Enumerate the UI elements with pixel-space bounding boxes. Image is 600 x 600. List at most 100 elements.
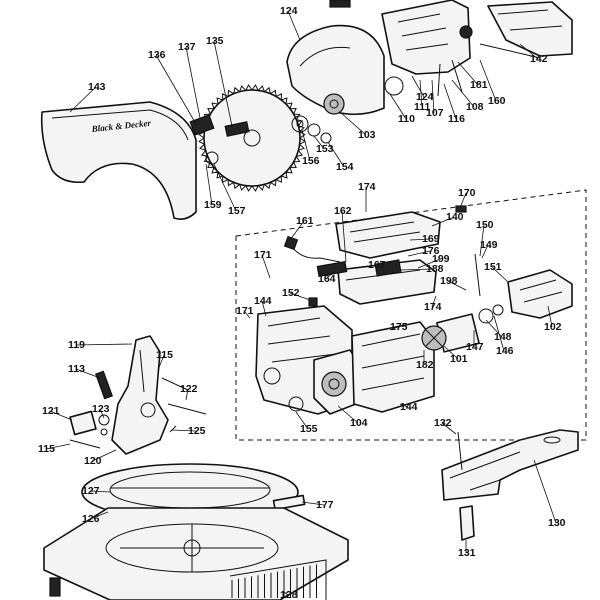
leader-line (327, 141, 345, 168)
leader-line (301, 129, 311, 162)
part-number-label: 124 (280, 5, 298, 17)
leader-line (443, 83, 457, 120)
bolt (474, 253, 481, 297)
leader-line (493, 315, 505, 352)
saw-blade (198, 84, 306, 192)
part-number-label: 103 (358, 129, 376, 141)
part-number-label: 147 (466, 341, 484, 353)
pivot-bracket (487, 1, 573, 57)
leader-line (75, 368, 101, 379)
leader-line (91, 449, 117, 462)
lower-blade-guard: Black & Decker (40, 101, 197, 220)
leader-line (479, 224, 485, 257)
leader-line (419, 79, 423, 108)
leader-line (213, 163, 237, 212)
part-number-label: 101 (450, 353, 468, 365)
leader-lines (45, 10, 557, 596)
turntable (81, 463, 306, 521)
leader-line (481, 244, 489, 259)
miter-pointer (272, 494, 306, 511)
part-number-label: 130 (548, 517, 566, 529)
leader-line (399, 403, 409, 408)
part-number-label: 156 (302, 155, 320, 167)
upper-guard-assembly (286, 0, 573, 116)
blade-clamp-block (189, 114, 215, 136)
base (43, 507, 349, 600)
leader-line (407, 250, 431, 257)
part-number-label: 107 (426, 107, 444, 119)
leader-line (389, 93, 407, 120)
bearing (478, 308, 494, 324)
part-number-label: 148 (494, 331, 512, 343)
part-number-label: 136 (148, 49, 166, 61)
leader-line (431, 216, 455, 227)
leader-line (431, 295, 437, 308)
part-number-label: 123 (92, 403, 110, 415)
part-number-label: 125 (188, 425, 206, 437)
motor-group-outline (235, 189, 587, 441)
leader-line (519, 43, 539, 60)
spring-brush (316, 260, 348, 278)
part-number-label: 120 (84, 455, 102, 467)
leader-line (185, 46, 201, 119)
leader-line (451, 79, 475, 108)
leader-line (289, 220, 305, 241)
part-number-label: 142 (530, 53, 548, 65)
part-number-label: 177 (316, 499, 334, 511)
part-number-label: 174 (358, 181, 376, 193)
leader-line (341, 210, 347, 263)
part-number-label: 176 (422, 245, 440, 257)
part-number-label: 131 (458, 547, 476, 559)
leader-line (261, 254, 271, 279)
leader-line (155, 54, 197, 125)
motor-housing-frame (381, 0, 471, 75)
blade-wrench (224, 121, 250, 137)
part-number-label: 157 (228, 205, 246, 217)
part-number-label: 132 (434, 417, 452, 429)
leader-line (443, 345, 459, 360)
part-number-label: 153 (316, 143, 334, 155)
part-number-label: 198 (440, 275, 458, 287)
leader-line (69, 86, 97, 113)
leader-line (337, 405, 359, 424)
leader-line (411, 75, 425, 98)
screw (457, 431, 463, 471)
leader-line (99, 408, 105, 419)
leader-line (261, 300, 267, 317)
part-number-label: 119 (68, 339, 85, 351)
part-number-label: 146 (496, 345, 514, 357)
part-number-label: 115 (156, 349, 173, 361)
part-number-label: 128 (280, 589, 298, 600)
leader-line (283, 591, 289, 596)
leader-line (441, 422, 457, 435)
leader-line (49, 410, 73, 421)
rod (161, 377, 189, 391)
leader-line (295, 411, 309, 430)
switch-handle (335, 211, 441, 305)
part-number-label: 143 (88, 81, 106, 93)
leader-line (409, 238, 431, 241)
washer (288, 396, 304, 412)
leader-line (417, 258, 441, 269)
leader-line (459, 192, 467, 209)
knob (459, 25, 473, 39)
part-number-label: 160 (488, 95, 506, 107)
part-number-label: 124 (416, 91, 434, 103)
leader-line (431, 79, 435, 114)
leader-line (287, 10, 301, 41)
part-number-label: 127 (82, 485, 100, 497)
part-number-label: 108 (466, 101, 484, 113)
part-number-label: 174 (424, 301, 442, 313)
leader-line (171, 429, 197, 432)
part-number-label: 140 (446, 211, 464, 223)
leader-line (89, 490, 111, 493)
part-number-label: 149 (480, 239, 498, 251)
part-number-label: 122 (180, 383, 198, 395)
leader-line (533, 459, 557, 524)
leader-line (213, 40, 233, 127)
part-number-label: 137 (178, 41, 196, 53)
leader-line (75, 343, 133, 346)
part-number-label: 188 (426, 263, 444, 275)
